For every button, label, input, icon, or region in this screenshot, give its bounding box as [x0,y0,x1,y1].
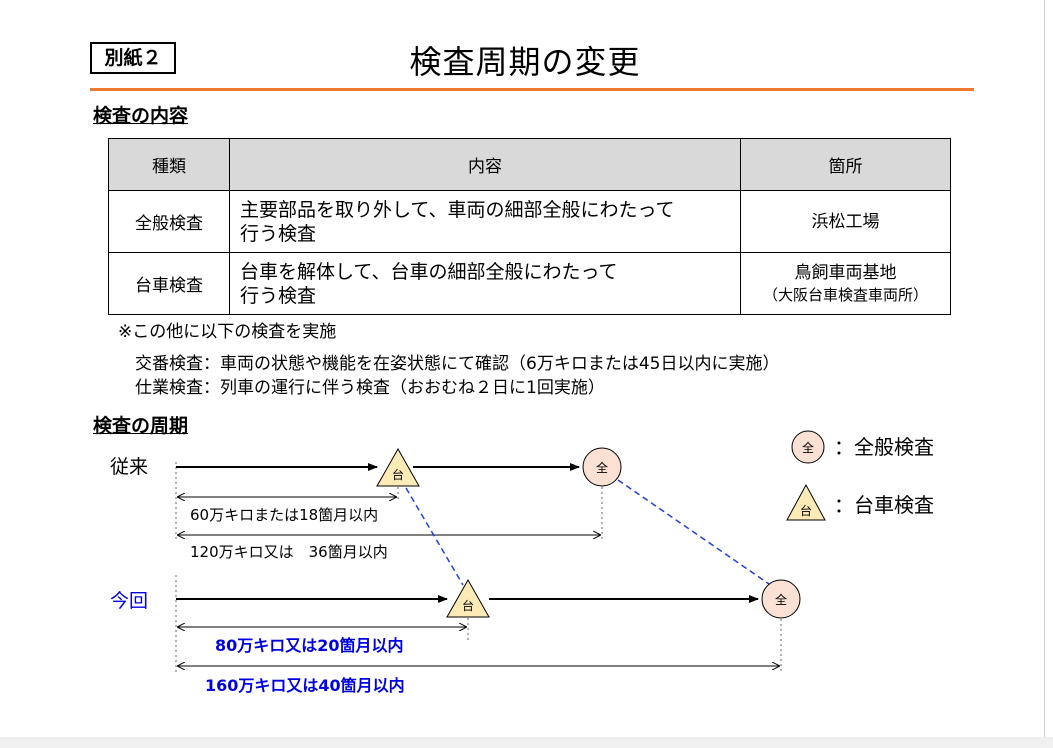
row-type: 全般検査 [108,190,230,253]
row-place-sub: （大阪台車検査車両所） [762,285,928,304]
legend-bogie-label: ：台車検査 [834,493,934,517]
row-content-line1: 台車を解体して、台車の細部全般にわたって [240,260,618,283]
old-bogie-symbol: 台 [392,467,404,482]
row-place: 浜松工場 [740,190,951,253]
page-title: 検査周期の変更 [409,43,641,81]
title-underline [90,88,974,91]
legend-bogie: 台 ：台車検査 [786,483,934,521]
legend-bogie-symbol: 台 [800,503,812,518]
old-bogie-interval-label: 60万キロまたは18箇月以内 [190,506,378,524]
table-row: 台車検査 台車を解体して、台車の細部全般にわたって 行う検査 鳥飼車両基地 （大… [108,252,951,315]
section-heading-content: 検査の内容 [93,105,189,127]
legend-general-label: ：全般検査 [834,435,934,459]
header-content: 内容 [229,138,741,191]
bogie-cycle-connector [405,487,464,586]
new-bogie-symbol: 台 [462,598,474,613]
note-line-shiyou: 仕業検査：列車の運行に伴う検査（おおむね２日に1回実施） [135,378,605,398]
legend-general-symbol: 全 [802,440,814,455]
attachment-badge: 別紙２ [90,42,176,74]
row-content-line1: 主要部品を取り外して、車両の細部全般にわたって [240,198,675,221]
old-general-interval-label: 120万キロ又は 36箇月以内 [190,543,388,561]
general-inspection-icon [791,430,825,464]
new-cycle-label: 今回 [110,590,148,612]
legend-general: 全 ：全般検査 [791,430,934,464]
bogie-inspection-icon [786,483,826,521]
new-general-interval-label: 160万キロ又は40箇月以内 [205,676,405,695]
new-general-inspection-icon [761,579,801,619]
row-content: 主要部品を取り外して、車両の細部全般にわたって 行う検査 [229,190,741,253]
table-row: 全般検査 主要部品を取り外して、車両の細部全般にわたって 行う検査 浜松工場 [108,190,951,253]
old-cycle-label: 従来 [110,456,148,478]
old-general-inspection-icon [582,447,622,487]
new-bogie-inspection-icon [446,578,490,618]
row-content-line2: 行う検査 [240,222,317,245]
old-general-symbol: 全 [596,460,608,475]
page-bottom-band [0,737,1053,748]
supplementary-note: ※この他に以下の検査を実施 [118,322,337,342]
row-type: 台車検査 [108,252,230,315]
row-place-name: 浜松工場 [811,211,880,232]
row-content-line2: 行う検査 [240,284,317,307]
row-place: 鳥飼車両基地 （大阪台車検査車両所） [740,252,951,315]
row-place-name: 鳥飼車両基地 [794,262,897,283]
old-bogie-inspection-icon [376,447,420,487]
section-heading-cycle: 検査の周期 [93,415,189,437]
page-right-border [1044,0,1045,748]
inspection-table: 種類 内容 箇所 全般検査 主要部品を取り外して、車両の細部全般にわたって 行う… [108,138,951,315]
note-line-kouban: 交番検査：車両の状態や機能を在姿状態にて確認（6万キロまたは45日以内に実施） [135,354,780,374]
new-general-symbol: 全 [775,592,787,607]
general-cycle-connector [617,479,770,585]
row-content: 台車を解体して、台車の細部全般にわたって 行う検査 [229,252,741,315]
new-bogie-interval-label: 80万キロ又は20箇月以内 [215,636,404,655]
